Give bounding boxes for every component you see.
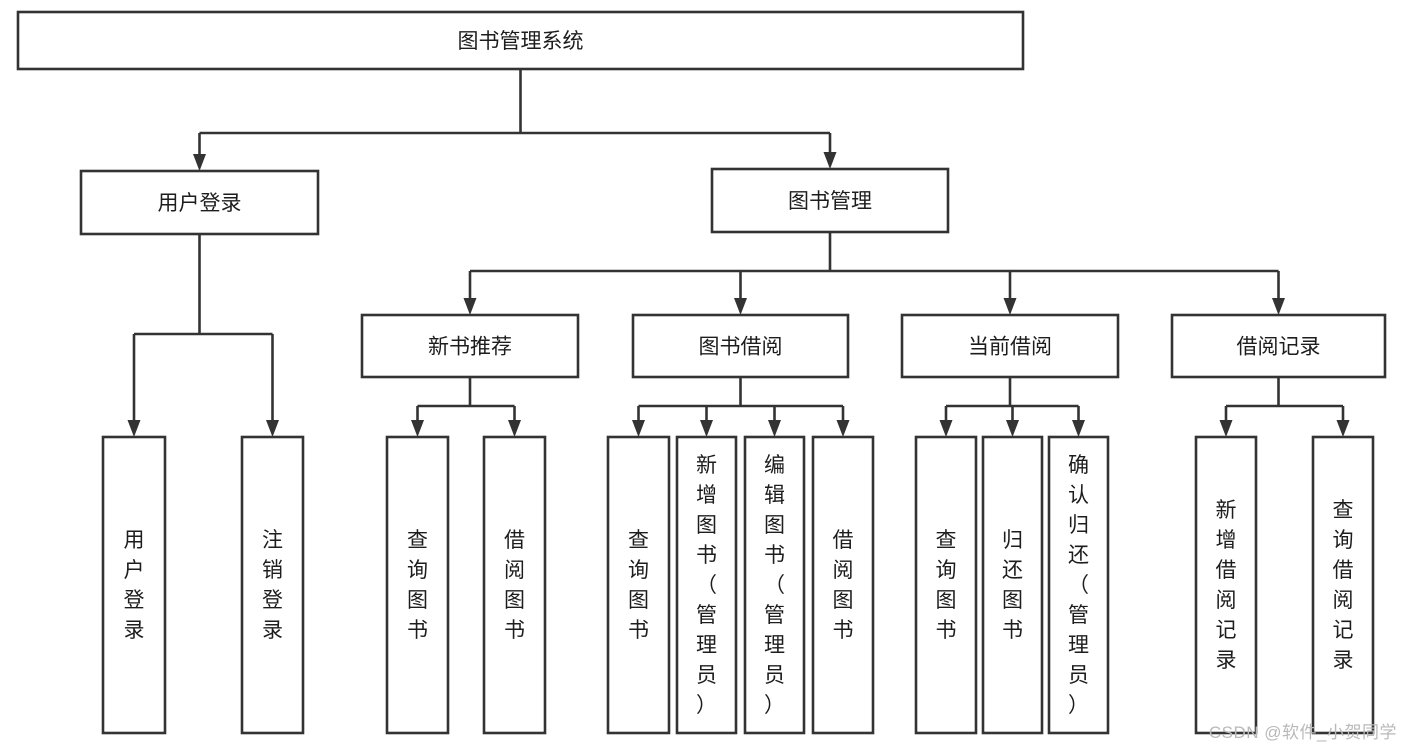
node-leaf-user-logout[interactable]: 注销登录 <box>240 435 305 735</box>
node-label-leaf-query-book-rec: 查询图书 <box>407 529 428 642</box>
arrow-head-icon <box>836 420 850 437</box>
arrow-head-icon <box>1006 420 1019 437</box>
node-new-book-rec[interactable]: 新书推荐 <box>360 313 580 379</box>
node-layer: 图书管理系统用户登录图书管理新书推荐图书借阅当前借阅借阅记录用户登录注销登录查询… <box>16 10 1387 735</box>
node-user-login[interactable]: 用户登录 <box>79 169 320 236</box>
node-label-leaf-confirm-return: 确认归还（管理员） <box>1068 454 1089 717</box>
node-box-borrow-record[interactable] <box>1170 313 1387 379</box>
node-label-leaf-borrow-book-rec: 借阅图书 <box>504 529 525 642</box>
arrow-head-icon <box>266 420 279 437</box>
node-label-leaf-query-book-cur: 查询图书 <box>936 529 957 642</box>
node-label-book-borrow: 图书借阅 <box>699 336 783 359</box>
node-leaf-query-record[interactable]: 查询借阅记录 <box>1311 435 1375 735</box>
node-leaf-user-login[interactable]: 用户登录 <box>101 435 167 735</box>
node-leaf-add-book[interactable]: 新增图书（管理员） <box>675 435 738 735</box>
node-leaf-query-book-rec[interactable]: 查询图书 <box>385 435 450 735</box>
node-label-leaf-user-login: 用户登录 <box>124 529 145 642</box>
node-leaf-borrow-book-rec[interactable]: 借阅图书 <box>482 435 547 735</box>
node-current-borrow[interactable]: 当前借阅 <box>900 313 1120 379</box>
arrow-head-icon <box>411 420 424 437</box>
node-label-leaf-add-record: 新增借阅记录 <box>1216 499 1237 672</box>
node-label-leaf-user-logout: 注销登录 <box>262 529 283 642</box>
node-box-new-book-rec[interactable] <box>360 313 580 379</box>
node-label-root: 图书管理系统 <box>458 30 584 53</box>
node-leaf-add-record[interactable]: 新增借阅记录 <box>1194 435 1258 735</box>
arrow-head-icon <box>1072 420 1085 437</box>
arrow-head-icon <box>734 298 747 315</box>
node-leaf-confirm-return[interactable]: 确认归还（管理员） <box>1047 435 1110 735</box>
node-leaf-return-book[interactable]: 归还图书 <box>981 435 1044 735</box>
arrow-head-icon <box>700 420 713 437</box>
node-box-leaf-user-logout[interactable] <box>240 435 305 735</box>
node-leaf-query-book-cur[interactable]: 查询图书 <box>914 435 978 735</box>
node-book-manage[interactable]: 图书管理 <box>710 167 950 234</box>
node-box-leaf-query-book-rec[interactable] <box>385 435 450 735</box>
node-box-leaf-add-book[interactable] <box>675 435 738 735</box>
arrow-head-icon <box>127 420 141 437</box>
node-box-book-manage[interactable] <box>710 167 950 234</box>
arrow-head-icon <box>1219 420 1233 437</box>
node-label-book-manage: 图书管理 <box>788 190 872 213</box>
node-label-leaf-borrow-book: 借阅图书 <box>833 529 854 642</box>
arrow-head-icon <box>508 420 521 437</box>
node-label-user-login: 用户登录 <box>158 192 242 215</box>
arrow-head-icon <box>463 298 477 315</box>
node-box-user-login[interactable] <box>79 169 320 236</box>
arrow-head-icon <box>823 152 837 169</box>
node-label-leaf-edit-book: 编辑图书（管理员） <box>764 454 785 717</box>
node-borrow-record[interactable]: 借阅记录 <box>1170 313 1387 379</box>
node-leaf-borrow-book[interactable]: 借阅图书 <box>811 435 875 735</box>
arrow-head-icon <box>1003 298 1017 315</box>
node-leaf-query-book-borrow[interactable]: 查询图书 <box>606 435 671 735</box>
arrow-head-icon <box>193 154 206 171</box>
node-box-leaf-return-book[interactable] <box>981 435 1044 735</box>
node-box-book-borrow[interactable] <box>631 313 850 379</box>
node-label-current-borrow: 当前借阅 <box>968 336 1052 359</box>
node-box-leaf-query-record[interactable] <box>1311 435 1375 735</box>
node-label-leaf-return-book: 归还图书 <box>1002 529 1023 642</box>
node-label-leaf-query-record: 查询借阅记录 <box>1333 499 1354 672</box>
connector-layer <box>127 69 1350 437</box>
node-box-leaf-borrow-book[interactable] <box>811 435 875 735</box>
node-book-borrow[interactable]: 图书借阅 <box>631 313 850 379</box>
arrow-head-icon <box>1336 420 1350 437</box>
node-box-leaf-confirm-return[interactable] <box>1047 435 1110 735</box>
arrow-head-icon <box>1272 298 1285 315</box>
node-box-leaf-query-book-cur[interactable] <box>914 435 978 735</box>
node-label-borrow-record: 借阅记录 <box>1237 336 1321 359</box>
node-box-leaf-query-book-borrow[interactable] <box>606 435 671 735</box>
node-label-new-book-rec: 新书推荐 <box>428 336 512 359</box>
node-box-root[interactable] <box>16 10 1025 71</box>
node-root[interactable]: 图书管理系统 <box>16 10 1025 71</box>
node-label-leaf-query-book-borrow: 查询图书 <box>628 529 649 642</box>
node-box-leaf-borrow-book-rec[interactable] <box>482 435 547 735</box>
arrow-head-icon <box>768 420 781 437</box>
node-box-leaf-user-login[interactable] <box>101 435 167 735</box>
node-box-current-borrow[interactable] <box>900 313 1120 379</box>
arrow-head-icon <box>632 420 645 437</box>
node-box-leaf-add-record[interactable] <box>1194 435 1258 735</box>
node-label-leaf-add-book: 新增图书（管理员） <box>696 454 717 717</box>
node-box-leaf-edit-book[interactable] <box>743 435 806 735</box>
node-leaf-edit-book[interactable]: 编辑图书（管理员） <box>743 435 806 735</box>
arrow-head-icon <box>939 420 953 437</box>
